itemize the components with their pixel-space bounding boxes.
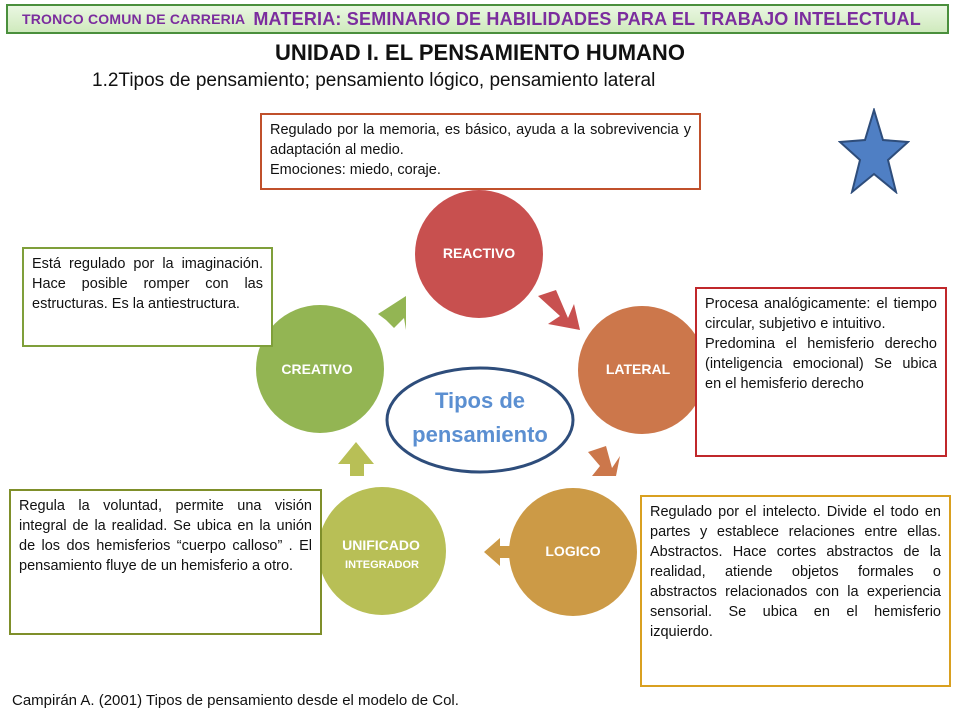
box-lateral-hemisphere: Predomina el hemisferio derecho (intelig… — [705, 336, 937, 392]
arrow-reactivo-lateral — [538, 290, 580, 330]
box-reactivo: Regulado por la memoria, es básico, ayud… — [260, 113, 701, 190]
arrow-unificado-creativo — [338, 442, 374, 476]
box-creativo-text: Está regulado por la imaginación. Hace p… — [32, 256, 263, 312]
box-unificado-text: Regula la voluntad, permite una visión i… — [19, 498, 312, 574]
node-logico — [509, 488, 637, 616]
node-label-logico: LOGICO — [545, 543, 600, 559]
box-lateral-text: Procesa analógicamente: el tiempo circul… — [705, 296, 937, 332]
center-ellipse — [385, 366, 575, 474]
banner-course: MATERIA: SEMINARIO DE HABILIDADES PARA E… — [253, 8, 921, 29]
center-title-line1: Tipos de — [435, 388, 525, 413]
node-unificado — [318, 487, 446, 615]
banner-prefix: TRONCO COMUN DE CARRERIA — [22, 11, 246, 27]
page-subtitle: 1.2Tipos de pensamiento; pensamiento lóg… — [92, 70, 656, 91]
star-icon — [838, 108, 910, 194]
node-lateral — [578, 306, 706, 434]
center-title-line2: pensamiento — [412, 422, 548, 447]
box-reactivo-text: Regulado por la memoria, es básico, ayud… — [270, 122, 691, 158]
box-lateral: Procesa analógicamente: el tiempo circul… — [695, 287, 947, 457]
node-creativo — [256, 305, 384, 433]
page-title: UNIDAD I. EL PENSAMIENTO HUMANO — [275, 40, 685, 65]
arrow-logico-unificado — [484, 538, 512, 566]
box-logico: Regulado por el intelecto. Divide el tod… — [640, 495, 951, 687]
node-label-creativo: CREATIVO — [281, 361, 352, 377]
node-label-lateral: LATERAL — [606, 361, 671, 377]
citation: Campirán A. (2001) Tipos de pensamiento … — [12, 692, 459, 709]
box-logico-text: Regulado por el intelecto. Divide el tod… — [650, 504, 941, 640]
box-unificado: Regula la voluntad, permite una visión i… — [9, 489, 322, 635]
arrow-lateral-logico — [588, 446, 620, 476]
arrow-creativo-reactivo — [378, 296, 406, 330]
node-label-unificado: UNIFICADO — [342, 537, 420, 553]
node-sublabel-integrador: INTEGRADOR — [345, 559, 419, 571]
box-creativo: Está regulado por la imaginación. Hace p… — [22, 247, 273, 347]
header-banner: TRONCO COMUN DE CARRERIA MATERIA: SEMINA… — [6, 4, 949, 34]
node-reactivo — [415, 190, 543, 318]
node-label-reactivo: REACTIVO — [443, 245, 515, 261]
box-reactivo-emotions: Emociones: miedo, coraje. — [270, 162, 441, 178]
